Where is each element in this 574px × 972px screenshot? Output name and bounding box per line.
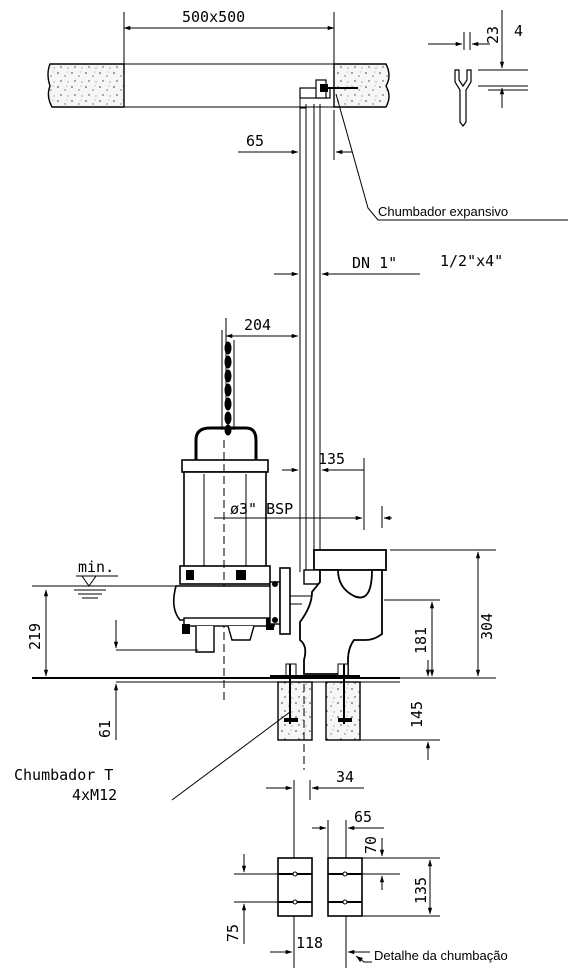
dim-detail-65-text: 65	[354, 808, 372, 826]
dim-135-text: 135	[318, 450, 345, 468]
dim-detail-75: 75	[224, 854, 278, 944]
label-expansion-anchor: Chumbador expansivo	[335, 93, 568, 221]
dim-145-text: 145	[408, 701, 426, 728]
dim-304-text: 304	[478, 613, 496, 640]
anchor-detail	[277, 800, 363, 968]
dim-181-text: 181	[412, 627, 430, 654]
label-anchor-detail: Detalhe da chumbação	[355, 948, 508, 963]
dim-181: 181	[384, 599, 440, 677]
dim-intake	[113, 620, 198, 651]
dim-bsp-text: ø3" BSP	[230, 500, 293, 518]
min-water-level: min.	[32, 558, 180, 599]
dim-detail-135-text: 135	[412, 877, 430, 904]
dim-detail-70: 70	[362, 836, 440, 890]
dim-detail-75-text: 75	[224, 924, 242, 942]
dim-outlet: 135 ø3" BSP	[214, 450, 392, 530]
dim-pump-offset: 204	[225, 316, 299, 400]
guide-rails	[299, 104, 321, 572]
dim-4-text: 4	[514, 22, 523, 40]
dim-61: 61	[96, 683, 119, 740]
dim-23-text: 23	[484, 26, 502, 44]
dim-pipe: DN 1" 1/2"x4"	[274, 252, 503, 277]
dim-34-text: 34	[336, 768, 354, 786]
dim-detail-70-text: 70	[362, 836, 380, 854]
detail-anchor-top: 23 4	[428, 10, 528, 127]
anchor-blocks	[277, 664, 361, 770]
dim-61-text: 61	[96, 720, 114, 738]
dim-145: 145	[360, 660, 440, 760]
dim-219-text: 219	[26, 623, 44, 650]
dim-pipe-size-text: 1/2"x4"	[440, 252, 503, 270]
top-slab	[47, 63, 390, 108]
dim-detail-65: 65	[312, 808, 384, 831]
dim-34: 34	[266, 768, 364, 800]
lifting-chain	[221, 330, 235, 436]
dim-rail-offset: 65	[238, 110, 352, 160]
dim-204-text: 204	[244, 316, 271, 334]
dim-dn-text: DN 1"	[352, 254, 397, 272]
dim-65-text: 65	[246, 132, 264, 150]
dim-pit-opening: 500x500	[123, 8, 335, 64]
label-t-anchor-size-text: 4xM12	[72, 786, 117, 804]
min-level-text: min.	[78, 558, 114, 576]
top-bracket	[299, 79, 358, 109]
dim-detail-135: 135	[362, 859, 440, 917]
dim-304: 304	[360, 549, 496, 679]
label-t-anchor-text: Chumbador T	[14, 766, 113, 784]
dim-detail-118: 118	[270, 934, 370, 955]
label-expansion-anchor-text: Chumbador expansivo	[378, 204, 508, 219]
label-t-anchor: Chumbador T 4xM12	[14, 711, 291, 804]
label-anchor-detail-text: Detalhe da chumbação	[374, 948, 508, 963]
dim-pit-opening-text: 500x500	[182, 8, 245, 26]
pump-body	[172, 426, 302, 700]
dim-219: 219	[26, 589, 49, 677]
dim-detail-118-text: 118	[296, 934, 323, 952]
